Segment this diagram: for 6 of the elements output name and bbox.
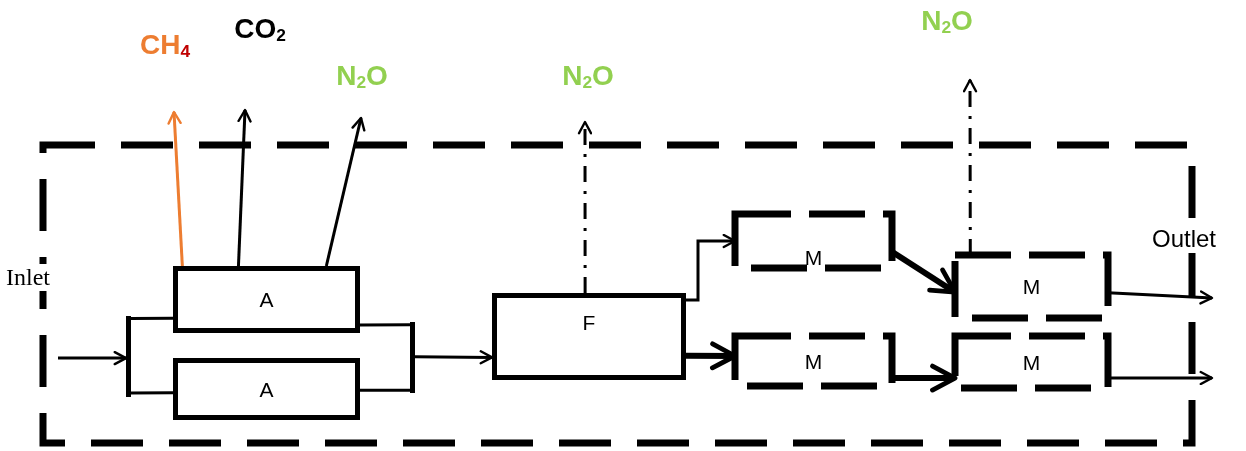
gas-label: N$_{2}$O <box>550 58 626 96</box>
gas-label: CO$_{2}$ <box>222 12 298 48</box>
gas-label: N$_{2}$O <box>908 3 986 41</box>
port-label: Inlet <box>4 264 52 291</box>
gas-label: CH$_{4}$ <box>130 28 200 64</box>
gas-label: N$_{2}$O <box>324 58 400 96</box>
